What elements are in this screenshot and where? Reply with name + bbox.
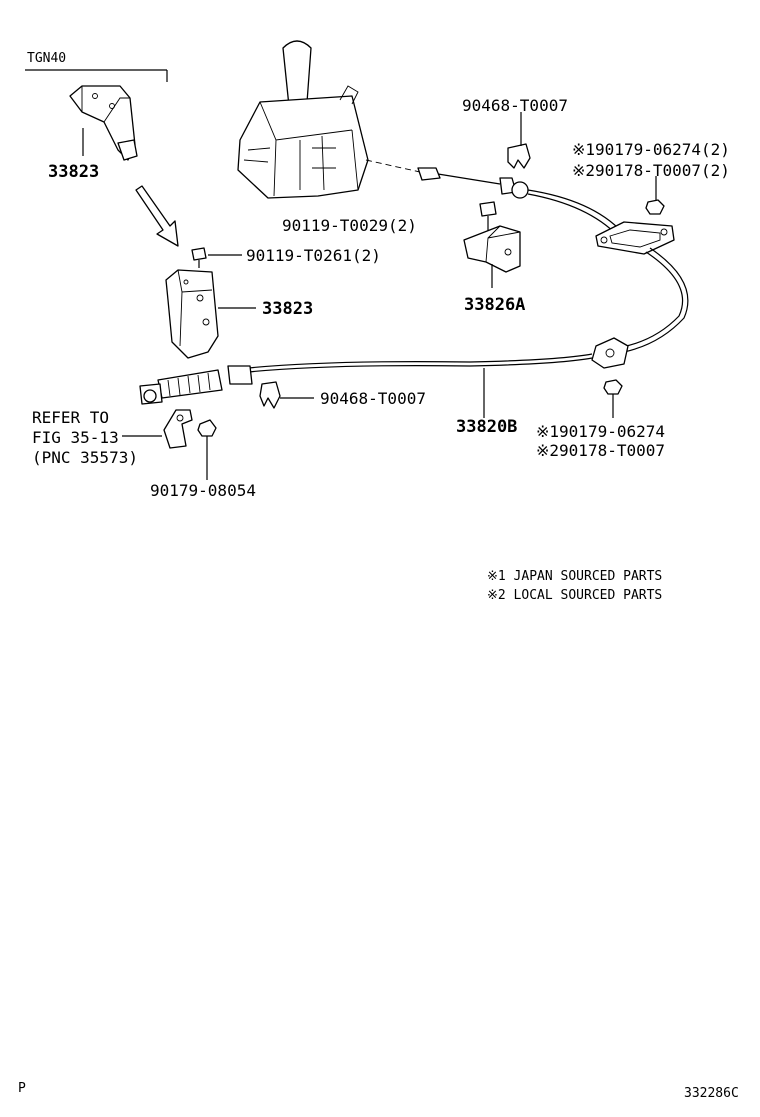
label-nut-mid-2: ※290178-T0007 (536, 441, 665, 460)
nut-mid-part (603, 379, 623, 395)
refer-line-2: FIG 35-13 (32, 428, 119, 447)
label-bracket-top: 33823 (48, 162, 99, 182)
bolt-retainer-part (479, 201, 497, 232)
clip-bottom-part (259, 381, 281, 409)
nut-top-part (645, 199, 665, 215)
label-nut-top-1: ※190179-06274(2) (572, 140, 730, 159)
label-clamp-nut: 90179-08054 (150, 481, 256, 500)
shift-lever-assembly (237, 40, 421, 199)
clamp-part (163, 409, 193, 449)
label-nut-top-2: ※290178-T0007(2) (572, 161, 730, 180)
bracket-top-part (69, 85, 138, 161)
clamp-nut-part (197, 419, 217, 437)
note-local-sourced: ※2 LOCAL SOURCED PARTS (487, 588, 662, 603)
retainer-part (463, 225, 521, 273)
footer-left: P (18, 1081, 26, 1096)
clip-top-part (507, 143, 531, 169)
label-cable: 33820B (456, 417, 517, 437)
bolt-bracket-part (191, 247, 207, 268)
model-label: TGN40 (27, 51, 66, 66)
note-japan-sourced: ※1 JAPAN SOURCED PARTS (487, 569, 662, 584)
arrow-icon (135, 185, 179, 247)
refer-line-3: (PNC 35573) (32, 448, 138, 467)
label-bracket-bottom: 33823 (262, 299, 313, 319)
label-bolt-bracket: 90119-T0261(2) (246, 246, 381, 265)
control-cable (139, 167, 689, 405)
label-clip-bottom: 90468-T0007 (320, 389, 426, 408)
label-clip-top: 90468-T0007 (462, 96, 568, 115)
label-nut-mid-1: ※190179-06274 (536, 422, 665, 441)
label-retainer: 33826A (464, 295, 525, 315)
label-bolt-retainer: 90119-T0029(2) (282, 216, 417, 235)
refer-line-1: REFER TO (32, 408, 109, 427)
footer-figure-id: 332286C (684, 1086, 739, 1101)
bracket-bottom-part (165, 269, 219, 359)
